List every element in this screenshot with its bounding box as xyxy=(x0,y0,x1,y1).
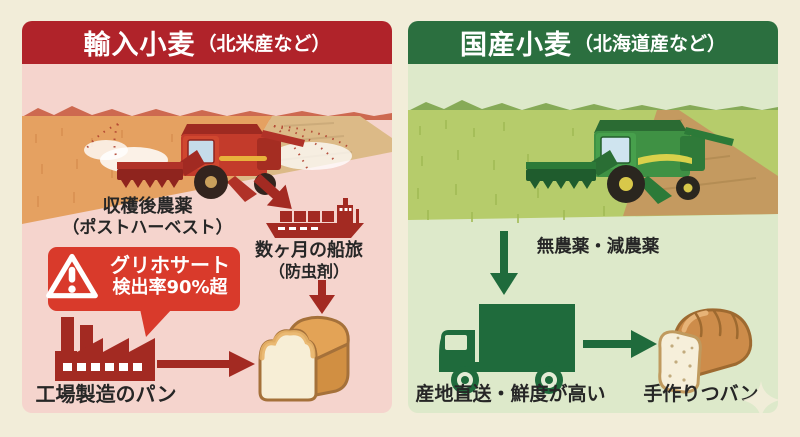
green-combine-harvester xyxy=(526,120,734,204)
warning-triangle-icon xyxy=(46,253,98,299)
arrow-to-ship-icon xyxy=(253,173,292,210)
imported-wheat-panel: 輸入小麦（北米産など） xyxy=(22,21,392,413)
sparkle-decoration xyxy=(742,381,780,419)
direct-delivery-label: 産地直送・鮮度が高い xyxy=(415,383,606,405)
domestic-wheat-title: 国産小麦 xyxy=(459,30,572,61)
arrow-down-to-truck-icon xyxy=(490,231,518,295)
glyphosate-warning-callout: グリホサート 検出率90%超 xyxy=(46,247,240,337)
ship-voyage-label: 数ヶ月の船旅 （防虫剤） xyxy=(255,240,363,281)
green-combine-harvester-field-illustration xyxy=(408,100,778,223)
handmade-bread-loaf-icon xyxy=(658,308,753,394)
arrow-truck-to-bread-icon xyxy=(583,330,657,358)
domestic-wheat-subtitle: （北海道産など） xyxy=(573,33,726,55)
factory-bread-label: 工場製造のパン xyxy=(35,382,177,406)
delivery-truck-icon xyxy=(439,304,575,394)
warning-text: グリホサート 検出率90%超 xyxy=(110,253,230,298)
domestic-wheat-panel: 国産小麦（北海道産など） xyxy=(408,21,780,419)
factory-icon xyxy=(55,317,155,381)
domestic-wheat-header: 国産小麦（北海道産など） xyxy=(408,21,778,64)
arrow-factory-to-bread-icon xyxy=(157,351,255,377)
white-bread-loaf-icon xyxy=(258,315,350,402)
red-combine-harvester-field-illustration xyxy=(22,106,392,224)
arrow-down-to-bread-icon xyxy=(309,280,335,314)
imported-wheat-title: 輸入小麦 xyxy=(83,30,196,61)
cargo-ship-icon xyxy=(266,198,364,238)
no-pesticide-label: 無農薬・減農薬 xyxy=(536,237,660,257)
imported-wheat-header: 輸入小麦（北米産など） xyxy=(22,21,392,64)
handmade-bread-label: 手作りつバン xyxy=(643,383,759,405)
red-combine-harvester xyxy=(117,124,305,202)
imported-wheat-subtitle: （北米産など） xyxy=(197,33,331,55)
callout-tail xyxy=(140,309,172,337)
post-harvest-label: 収穫後農薬 （ポストハーベスト） xyxy=(62,196,233,238)
